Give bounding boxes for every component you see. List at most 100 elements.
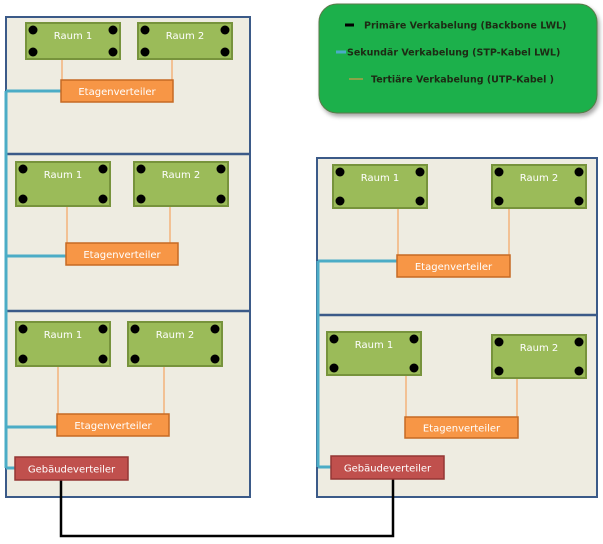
building-distributor-label: Gebäudeverteiler: [344, 464, 432, 475]
floor-distributor: Etagenverteiler: [60, 79, 174, 103]
room-label: Raum 1: [355, 340, 393, 351]
outlet-dot-icon: [409, 363, 419, 373]
room-rect: [491, 334, 587, 379]
room-label: Raum 2: [520, 173, 558, 184]
room-box: Raum 1: [332, 164, 428, 209]
outlet-dot-icon: [335, 196, 345, 206]
building-distributor: Gebäudeverteiler: [330, 455, 445, 480]
legend-item: Tertiäre Verkabelung (UTP-Kabel ): [349, 75, 554, 86]
room-label: Raum 1: [361, 173, 399, 184]
room-box: Raum 1: [326, 331, 422, 376]
outlet-dot-icon: [140, 47, 150, 57]
outlet-dot-icon: [98, 324, 108, 334]
floor-distributor: Etagenverteiler: [65, 242, 179, 266]
floor-distributor: Etagenverteiler: [56, 413, 170, 437]
legend-label: Primäre Verkabelung (Backbone LWL): [364, 21, 566, 32]
outlet-dot-icon: [28, 25, 38, 35]
outlet-dot-icon: [216, 194, 226, 204]
floor-distributor-label: Etagenverteiler: [83, 250, 161, 261]
outlet-dot-icon: [329, 363, 339, 373]
outlet-dot-icon: [494, 167, 504, 177]
room-box: Raum 2: [127, 321, 223, 367]
outlet-dot-icon: [494, 366, 504, 376]
room-label: Raum 2: [520, 343, 558, 354]
floor-distributor-rect: [65, 242, 179, 266]
floor-distributor-rect: [56, 413, 170, 437]
outlet-dot-icon: [574, 196, 584, 206]
room-box: Raum 2: [491, 164, 587, 209]
outlet-dot-icon: [136, 194, 146, 204]
outlet-dot-icon: [98, 194, 108, 204]
floor-distributor: Etagenverteiler: [396, 254, 511, 278]
outlet-dot-icon: [18, 164, 28, 174]
room-label: Raum 1: [44, 330, 82, 341]
room-rect: [326, 331, 422, 376]
floor-distributor-label: Etagenverteiler: [74, 421, 152, 432]
outlet-dot-icon: [210, 324, 220, 334]
outlet-dot-icon: [335, 167, 345, 177]
room-rect: [25, 22, 121, 60]
room-rect: [15, 321, 111, 367]
room-box: Raum 1: [15, 321, 111, 367]
room-box: Raum 1: [25, 22, 121, 60]
floor-distributor-label: Etagenverteiler: [423, 424, 501, 435]
outlet-dot-icon: [220, 47, 230, 57]
outlet-dot-icon: [18, 194, 28, 204]
floor-distributor-rect: [60, 79, 174, 103]
legend-label: Sekundär Verkabelung (STP-Kabel LWL): [347, 48, 560, 59]
outlet-dot-icon: [98, 164, 108, 174]
outlet-dot-icon: [574, 337, 584, 347]
outlet-dot-icon: [574, 366, 584, 376]
outlet-dot-icon: [18, 324, 28, 334]
outlet-dot-icon: [108, 25, 118, 35]
room-box: Raum 2: [491, 334, 587, 379]
room-label: Raum 2: [156, 330, 194, 341]
building-distributor: Gebäudeverteiler: [14, 456, 129, 481]
outlet-dot-icon: [140, 25, 150, 35]
floor-distributor-rect: [396, 254, 511, 278]
room-label: Raum 1: [44, 170, 82, 181]
room-label: Raum 1: [54, 31, 92, 42]
outlet-dot-icon: [98, 354, 108, 364]
floor-distributor-label: Etagenverteiler: [415, 262, 493, 273]
legend-item: Primäre Verkabelung (Backbone LWL): [345, 21, 566, 32]
primary-cable-backbone: [59, 479, 395, 538]
room-rect: [332, 164, 428, 209]
building-distributor-rect: [14, 456, 129, 481]
outlet-dot-icon: [210, 354, 220, 364]
building-distributor-rect: [330, 455, 445, 480]
room-box: Raum 2: [133, 161, 229, 207]
legend-item: Sekundär Verkabelung (STP-Kabel LWL): [336, 48, 560, 59]
outlet-dot-icon: [18, 354, 28, 364]
room-label: Raum 2: [162, 170, 200, 181]
outlet-dot-icon: [415, 167, 425, 177]
room-rect: [491, 164, 587, 209]
legend-box: [318, 3, 598, 114]
outlet-dot-icon: [574, 167, 584, 177]
floor-distributor-rect: [404, 416, 519, 439]
building-distributor-label: Gebäudeverteiler: [28, 465, 116, 476]
room-rect: [133, 161, 229, 207]
outlet-dot-icon: [130, 324, 140, 334]
outlet-dot-icon: [28, 47, 38, 57]
room-rect: [127, 321, 223, 367]
floor-distributor-label: Etagenverteiler: [78, 87, 156, 98]
floor-distributor: Etagenverteiler: [404, 416, 519, 439]
legend-label: Tertiäre Verkabelung (UTP-Kabel ): [371, 75, 554, 86]
outlet-dot-icon: [220, 25, 230, 35]
room-label: Raum 2: [166, 31, 204, 42]
outlet-dot-icon: [409, 334, 419, 344]
outlet-dot-icon: [494, 196, 504, 206]
outlet-dot-icon: [216, 164, 226, 174]
room-box: Raum 2: [137, 22, 233, 60]
legend: Primäre Verkabelung (Backbone LWL) Sekund…: [318, 3, 598, 114]
outlet-dot-icon: [130, 354, 140, 364]
room-rect: [15, 161, 111, 207]
outlet-dot-icon: [108, 47, 118, 57]
room-box: Raum 1: [15, 161, 111, 207]
room-rect: [137, 22, 233, 60]
outlet-dot-icon: [494, 337, 504, 347]
outlet-dot-icon: [415, 196, 425, 206]
building-outline: [316, 157, 598, 498]
